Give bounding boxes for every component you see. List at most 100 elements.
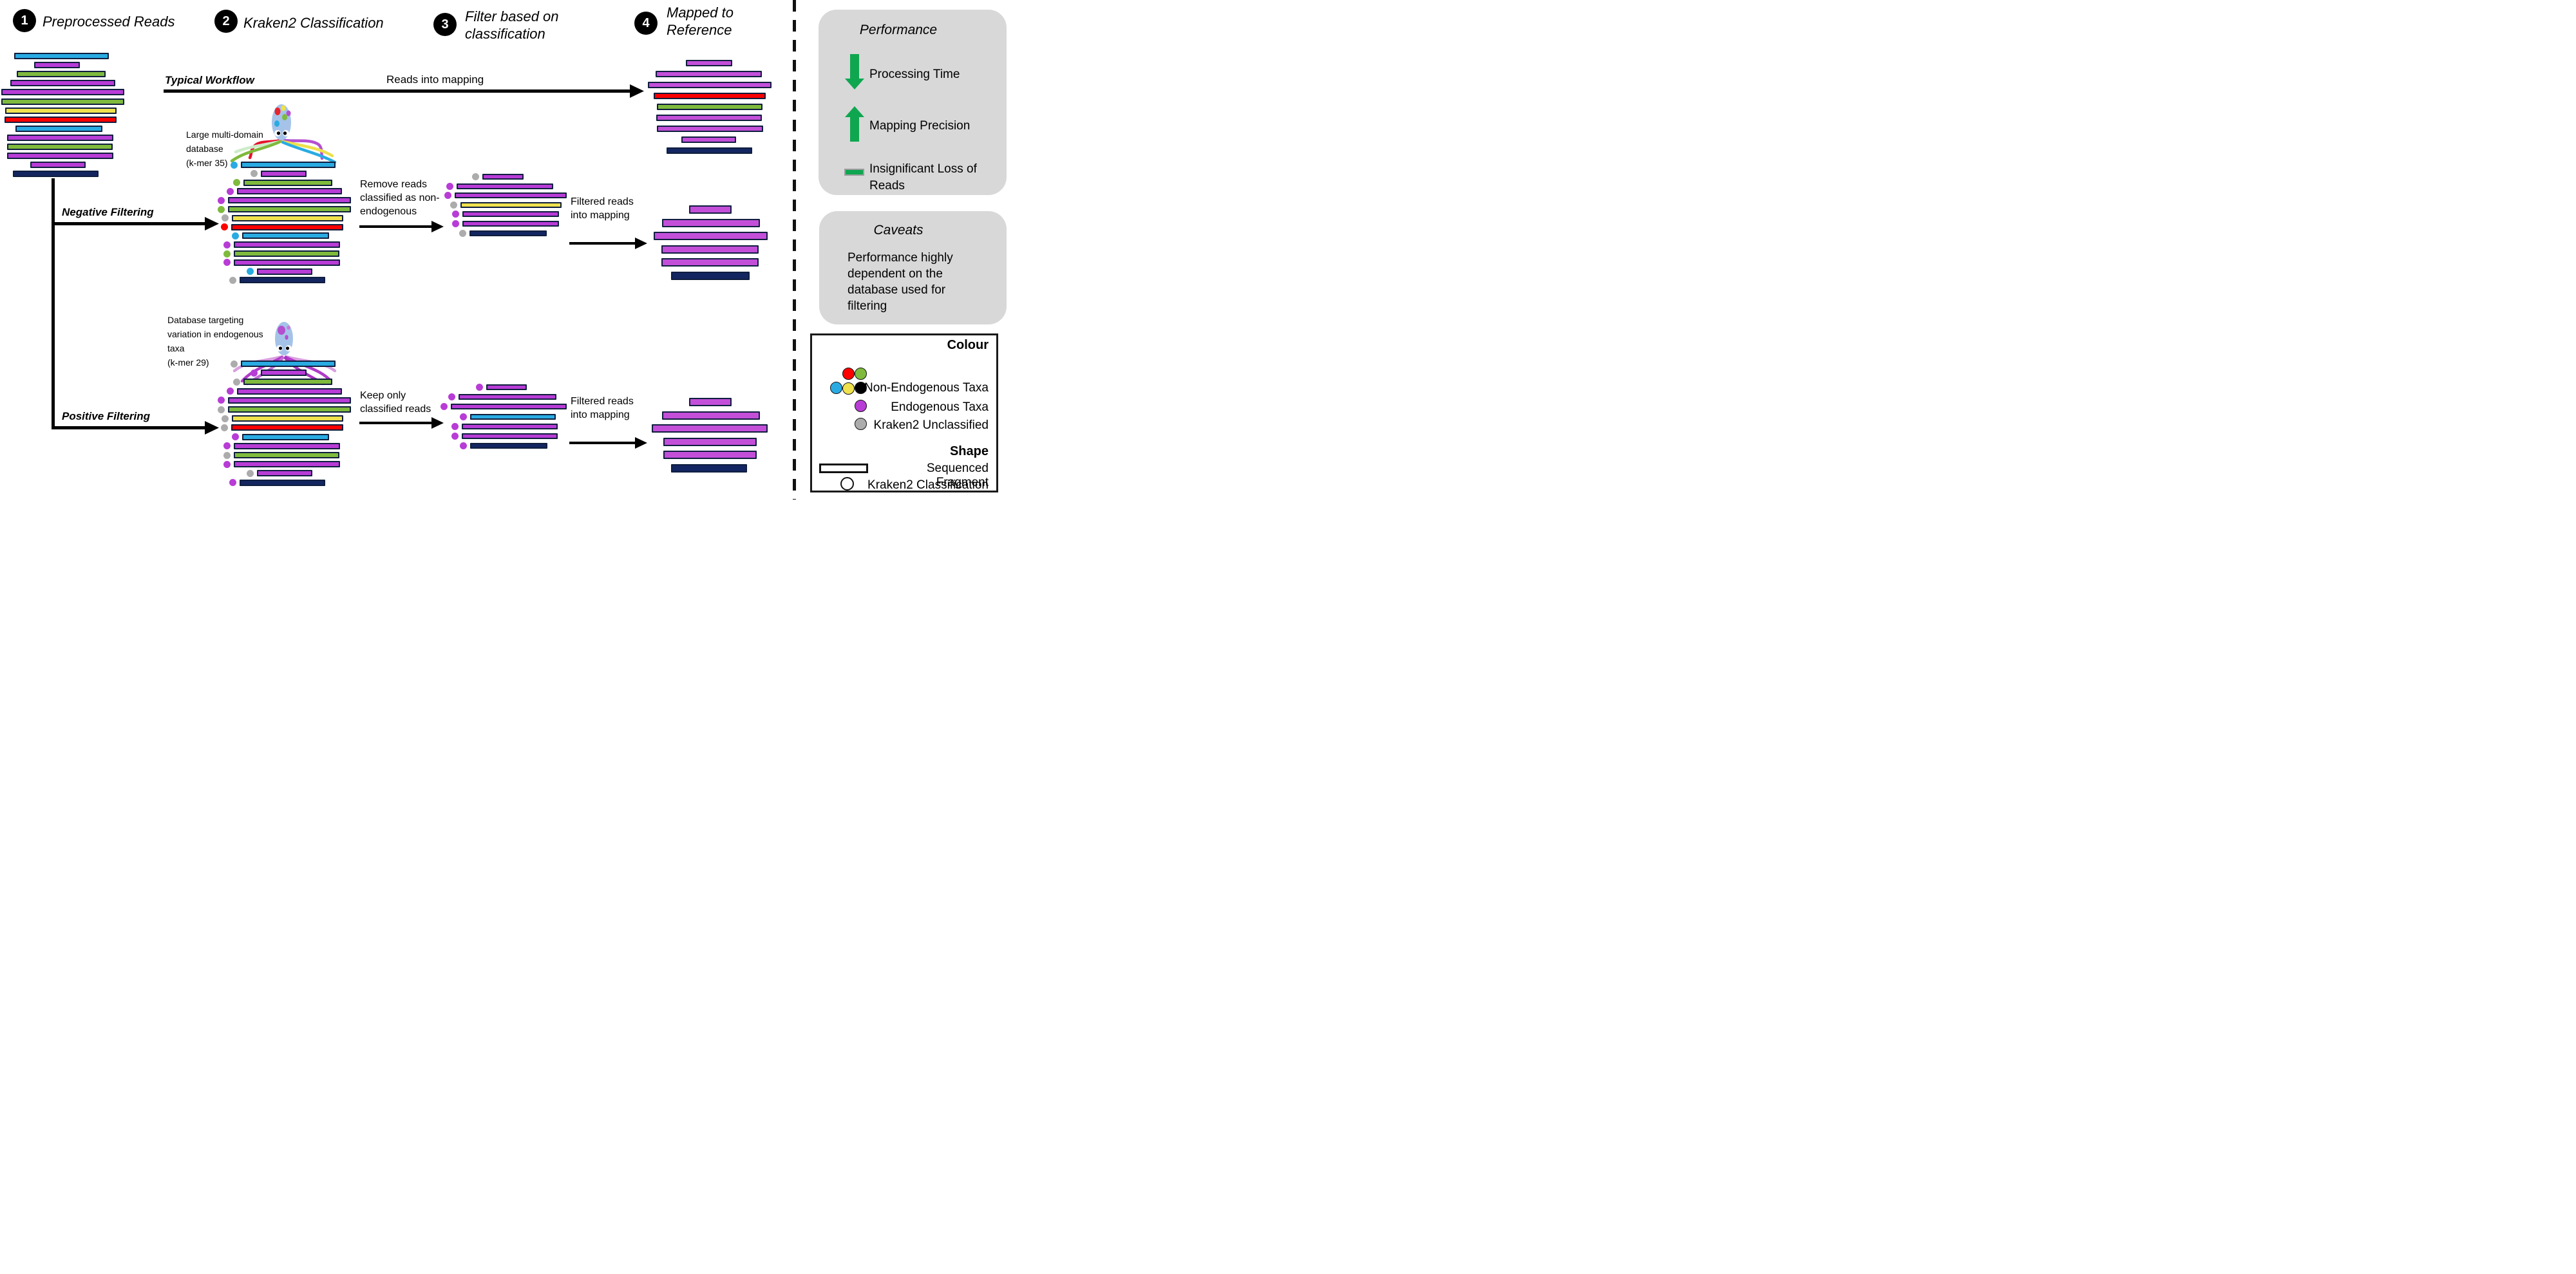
read-fragment-positiveClassified [232, 415, 343, 422]
processing-time-label: Processing Time [869, 68, 960, 81]
kraken2-classification-dot [218, 406, 225, 413]
kraken2-classification-dot [223, 241, 231, 248]
step-1-badge: 1 [13, 9, 36, 32]
keep-reads-note: Keep only classified reads [360, 389, 431, 416]
kraken2-classification-dot [218, 397, 225, 404]
read-fragment-preprocessed [7, 153, 113, 160]
kraken2-classification-dot [223, 250, 231, 258]
read-fragment-preprocessed [10, 80, 115, 87]
negative-filtering-label: Negative Filtering [62, 206, 154, 218]
non-endogenous-green-circle-icon [855, 368, 867, 380]
kraken2-classification-dot [251, 369, 258, 377]
read-fragment-negativeFiltered [460, 201, 562, 208]
read-fragment-positiveMapped [662, 411, 760, 420]
negative-mapping-note-line2: into mapping [571, 210, 630, 221]
insignificant-loss-dash-icon [844, 169, 864, 176]
insignificant-loss-label: Insignificant Loss of Reads [869, 161, 977, 194]
read-fragment-positiveFiltered [470, 443, 547, 449]
read-fragment-positiveClassified [243, 379, 332, 386]
read-fragment-positiveMapped [689, 398, 732, 406]
read-fragment-typicalMapped [686, 60, 732, 66]
read-fragment-positiveClassified [228, 406, 351, 413]
read-fragment-typicalMapped [681, 136, 736, 143]
section-divider [793, 0, 796, 500]
read-fragment-negativeFiltered [469, 230, 547, 236]
read-fragment-negativeClassified [234, 259, 340, 266]
kraken2-classification-dot [231, 161, 238, 169]
kraken2-classification-dot [223, 259, 231, 267]
read-fragment-positiveFiltered [486, 384, 527, 390]
read-fragment-negativeFiltered [457, 183, 553, 189]
read-fragment-negativeClassified [261, 170, 307, 177]
read-fragment-preprocessed [5, 116, 117, 123]
kraken2-classification-dot [227, 187, 234, 195]
legend-colour-header: Colour [947, 338, 989, 352]
typical-workflow-arrowhead [630, 84, 644, 98]
read-fragment-preprocessed [1, 89, 124, 96]
read-fragment-positiveClassified [261, 370, 307, 377]
read-fragment-preprocessed [30, 162, 86, 169]
positive-database-note: Database targeting variation in endogeno… [167, 313, 263, 370]
read-fragment-positiveClassified [231, 424, 343, 431]
step-2-badge: 2 [214, 10, 238, 33]
positive-database-note-line4: (k-mer 29) [167, 357, 209, 368]
positive-mapping-arrow [569, 442, 635, 444]
kraken2-classification-dot [476, 384, 483, 391]
remove-reads-note-line2: classified as non- [360, 192, 440, 203]
kraken2-classification-dot [222, 415, 229, 422]
kraken2-classification-dot [472, 173, 479, 180]
read-fragment-positiveMapped [663, 451, 757, 459]
non-endogenous-red-circle-icon [842, 368, 855, 380]
negative-database-note-line3: (k-mer 35) [186, 158, 228, 168]
legend-sequenced-fragment-label: Sequenced Fragment [926, 462, 989, 489]
read-fragment-positiveClassified [237, 388, 342, 395]
caveats-title: Caveats [873, 223, 923, 238]
positive-filtering-arrow [52, 426, 205, 429]
kraken2-classification-dot [223, 460, 231, 468]
read-fragment-preprocessed [7, 134, 113, 141]
read-fragment-positiveClassified [228, 397, 351, 404]
kraken2-classification-dot [460, 442, 467, 450]
read-fragment-positiveClassified [241, 361, 336, 367]
kraken2-unclassified-gray-circle-icon [855, 418, 867, 430]
read-fragment-positiveClassified [242, 433, 329, 440]
read-fragment-positiveFiltered [462, 423, 558, 429]
endogenous-purple-circle-icon [855, 400, 867, 412]
keep-reads-note-line1: Keep only [360, 390, 406, 401]
positive-database-note-line2: variation in endogenous [167, 329, 263, 339]
positive-mapping-note-line1: Filtered reads [571, 396, 634, 407]
read-fragment-positiveFiltered [451, 404, 567, 410]
step-2-title: Kraken2 Classification [243, 15, 384, 31]
read-fragment-preprocessed [5, 107, 117, 114]
remove-reads-note-line3: endogenous [360, 206, 417, 217]
negative-database-note-line1: Large multi-domain [186, 129, 263, 140]
positive-mapping-arrowhead [635, 437, 647, 449]
caveats-body: Performance highly dependent on the data… [848, 251, 953, 313]
step-4-title-line1: Mapped to [667, 5, 734, 21]
kraken2-classification-dot [448, 393, 455, 401]
processing-time-down-arrow-icon [850, 54, 859, 79]
step-1-title: Preprocessed Reads [43, 14, 175, 30]
read-fragment-negativeClassified [234, 250, 339, 257]
step-3-badge: 3 [433, 13, 457, 36]
kraken2-classification-dot [251, 170, 258, 178]
read-fragment-negativeMapped [671, 271, 750, 280]
typical-workflow-arrow [164, 89, 631, 93]
read-fragment-negativeFiltered [462, 221, 559, 227]
kraken2-classification-dot [227, 388, 234, 395]
step-3-title-line2: classification [465, 26, 545, 42]
keep-reads-note-line2: classified reads [360, 404, 431, 415]
read-fragment-preprocessed [17, 71, 106, 78]
read-fragment-negativeFiltered [455, 192, 567, 199]
non-endogenous-yellow-circle-icon [842, 382, 855, 395]
non-endogenous-blue-circle-icon [830, 382, 842, 394]
negative-filtering-arrowhead [205, 217, 219, 230]
kraken2-classification-dot [223, 442, 231, 450]
remove-reads-arrowhead [431, 221, 444, 232]
negative-mapping-arrowhead [635, 238, 647, 249]
read-fragment-typicalMapped [656, 115, 762, 121]
read-fragment-typicalMapped [654, 93, 766, 99]
positive-database-note-line3: taxa [167, 343, 185, 353]
read-fragment-positiveClassified [234, 442, 340, 449]
read-fragment-negativeClassified [240, 277, 325, 284]
